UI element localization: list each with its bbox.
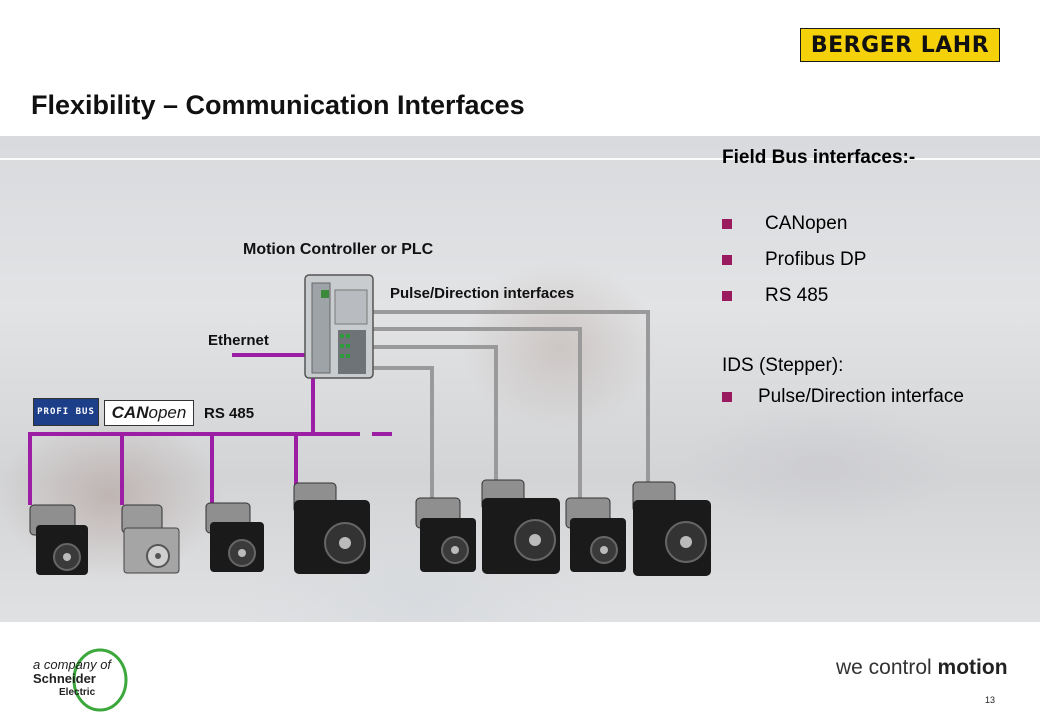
- field-bus-item: Profibus DP: [722, 249, 866, 271]
- ids-item: Pulse/Direction interface: [722, 386, 964, 408]
- pulse-direction-label: Pulse/Direction interfaces: [390, 285, 575, 302]
- pulse-line-4: [370, 366, 434, 503]
- schneider-electric-logo: a company of Schneider Electric: [33, 658, 111, 700]
- pulse-direction-lines: [370, 310, 650, 505]
- ids-item-label: Pulse/Direction interface: [758, 386, 964, 407]
- slogan: we control motion: [836, 656, 1008, 680]
- bullet-square-icon: [722, 255, 732, 265]
- photo-divider-line: [0, 158, 1040, 160]
- page-number: 13: [985, 695, 996, 705]
- controller-label: Motion Controller or PLC: [243, 241, 434, 258]
- field-bus-item: CANopen: [722, 213, 847, 235]
- slogan-regular: we control: [836, 656, 938, 679]
- pulse-line-3: [370, 345, 498, 488]
- bullet-square-icon: [722, 392, 732, 402]
- ethernet-label: Ethernet: [208, 332, 269, 349]
- company-line-2: Schneider: [33, 671, 96, 686]
- motor-4: [293, 482, 370, 574]
- field-bus-item-label: RS 485: [765, 285, 829, 306]
- motor-3: [205, 502, 264, 572]
- motor-6: [481, 479, 560, 574]
- profibus-logo: PROFI BUS: [33, 398, 99, 426]
- berger-lahr-logo: BERGER LAHR: [800, 28, 1000, 62]
- bus-main-line: [28, 432, 340, 505]
- ids-title: IDS (Stepper):: [722, 355, 844, 376]
- canopen-logo-can: CAN: [111, 403, 149, 422]
- pulse-line-1: [370, 310, 650, 490]
- motors: [29, 479, 711, 576]
- slogan-bold: motion: [937, 656, 1008, 679]
- field-bus-item-label: Profibus DP: [765, 249, 867, 270]
- motor-7: [565, 497, 626, 572]
- bullet-square-icon: [722, 219, 732, 229]
- motor-2: [121, 504, 180, 574]
- rs485-label: RS 485: [204, 405, 255, 422]
- motion-controller-device: [304, 274, 374, 379]
- motor-1: [29, 504, 88, 575]
- field-bus-item-label: CANopen: [765, 213, 848, 234]
- field-bus-title: Field Bus interfaces:-: [722, 147, 916, 168]
- canopen-logo-open: open: [148, 403, 187, 422]
- slide-title: Flexibility – Communication Interfaces: [31, 90, 525, 120]
- company-line-3: Electric: [59, 687, 96, 698]
- pulse-line-2: [370, 327, 582, 505]
- motor-5: [415, 497, 476, 572]
- field-bus-item: RS 485: [722, 285, 828, 307]
- schneider-emblem-icon: [72, 648, 128, 712]
- company-line-1: a company of: [33, 657, 112, 672]
- motor-8: [632, 481, 711, 576]
- bullet-square-icon: [722, 291, 732, 301]
- ethernet-line: [232, 353, 315, 434]
